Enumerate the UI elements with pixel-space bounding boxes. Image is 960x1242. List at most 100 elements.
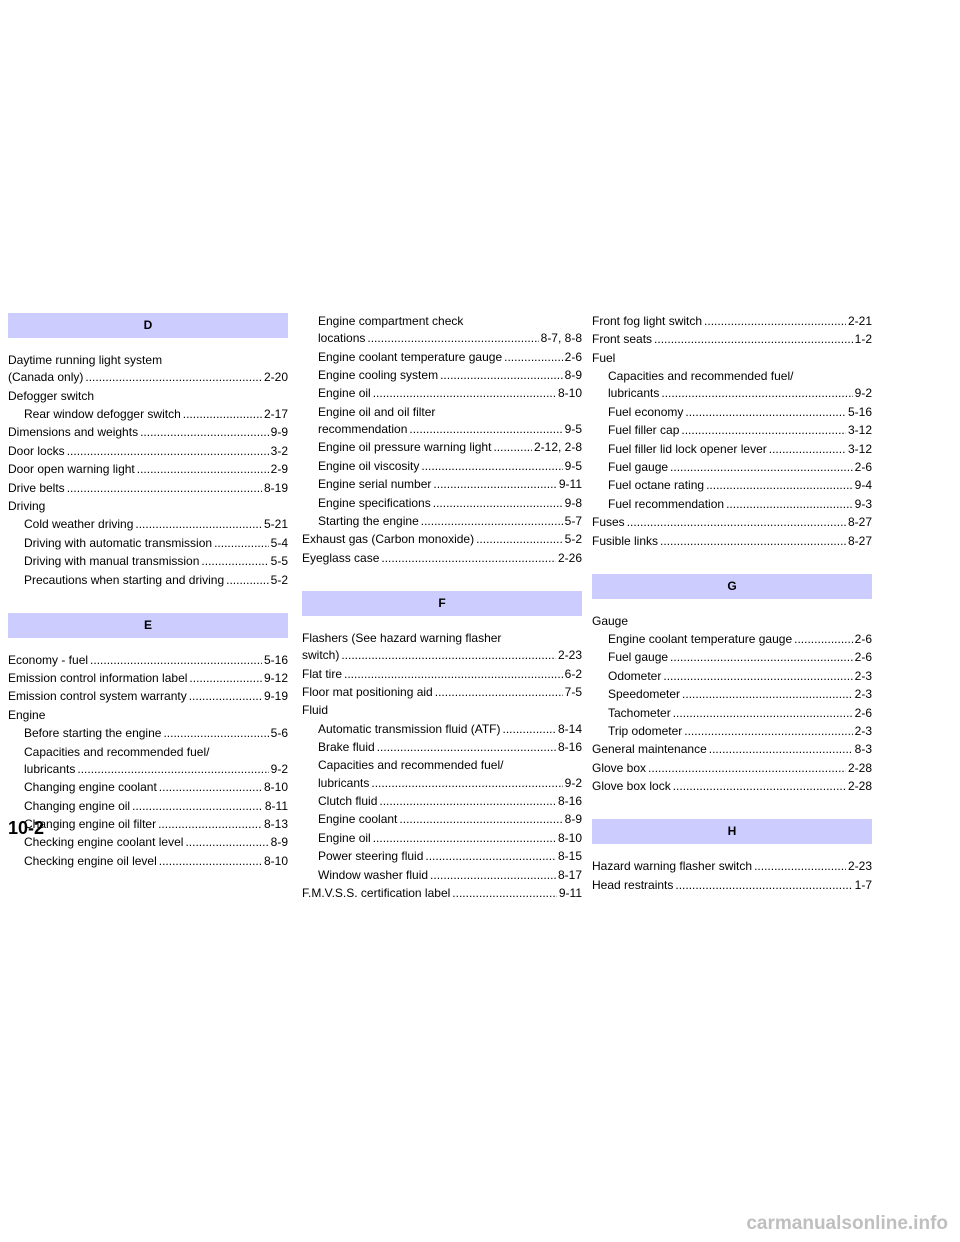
section-header-letter: G	[592, 573, 872, 599]
page-reference: 8-10	[263, 780, 288, 795]
entry-text: F.M.V.S.S. certification label	[302, 886, 451, 900]
index-subentry: Cold weather driving5-21	[8, 516, 288, 533]
entry-text: Rear window defogger switch	[24, 406, 181, 421]
index-subentry: Precautions when starting and driving5-2	[8, 572, 288, 589]
entry-text: Glove box	[592, 760, 647, 775]
dot-leader	[794, 631, 853, 648]
index-subentry: Rear window defogger switch 2-17	[8, 406, 288, 423]
index-subentry: Capacities and recommended fuel/lubrican…	[8, 744, 288, 778]
entry-text: Gauge	[592, 613, 629, 628]
index-subentry: Engine specifications9-8	[302, 495, 582, 512]
index-subentry: Engine oil8-10	[302, 385, 582, 402]
page-reference: 7-5	[564, 684, 582, 699]
dot-leader	[135, 516, 262, 533]
dot-leader	[399, 811, 562, 828]
dot-leader	[341, 647, 556, 664]
entry-text: Window washer fluid	[318, 867, 429, 882]
dot-leader	[214, 535, 269, 552]
index-subentry: Engine coolant temperature gauge2-6	[592, 631, 872, 648]
index-entry: Door open warning light 2-9	[8, 461, 288, 478]
dot-leader	[421, 513, 563, 530]
page-reference: 6-2	[564, 666, 582, 681]
page-reference: 2-23	[847, 859, 872, 874]
index-subentry: Engine oil and oil filterrecommendation9…	[302, 404, 582, 438]
dot-leader	[67, 443, 269, 460]
page-reference: 5-2	[564, 532, 582, 547]
index-entry: Driving	[8, 498, 288, 515]
index-subentry: Fuel filler lid lock opener lever3-12	[592, 441, 872, 458]
page-reference: 8-9	[564, 812, 582, 827]
index-subentry: Automatic transmission fluid (ATF)8-14	[302, 721, 582, 738]
entry-text: Fuel recommendation	[608, 496, 725, 511]
index-subentry: Trip odometer2-3	[592, 723, 872, 740]
page-reference: 8-11	[264, 798, 288, 813]
page-reference: 2-17	[263, 406, 288, 421]
index-entry: Exhaust gas (Carbon monoxide) 5-2	[302, 531, 582, 548]
page-reference: 2-9	[270, 462, 288, 477]
index-entry: Glove box2-28	[592, 760, 872, 777]
entry-text: Engine oil viscosity	[318, 458, 420, 473]
page-reference: 9-19	[263, 689, 288, 704]
page-reference: 2-12, 2-8	[533, 440, 582, 455]
entry-text: Fuel filler cap	[608, 423, 680, 438]
page-reference: 9-8	[564, 495, 582, 510]
page-reference: 2-6	[854, 459, 872, 474]
page-reference: 9-2	[854, 386, 872, 401]
page-reference: 9-11	[558, 477, 582, 492]
entry-text: Exhaust gas (Carbon monoxide)	[302, 532, 475, 547]
index-subentry: Clutch fluid8-16	[302, 793, 582, 810]
index-entry: Eyeglass case2-26	[302, 550, 582, 567]
page-reference: 2-23	[557, 648, 582, 663]
page-reference: 8-10	[557, 830, 582, 845]
index-subentry: Fuel filler cap3-12	[592, 422, 872, 439]
watermark: carmanualsonline.info	[746, 1213, 948, 1234]
dot-leader	[137, 461, 269, 478]
entry-text: lubricants	[24, 761, 76, 776]
entry-text: Precautions when starting and driving	[24, 572, 225, 587]
entry-text: Before starting the engine	[24, 726, 162, 741]
entry-text: Capacities and recommended fuel/	[318, 758, 504, 773]
index-subentry: Engine oil viscosity 9-5	[302, 458, 582, 475]
dot-leader	[660, 533, 846, 550]
dot-leader	[670, 649, 853, 666]
entry-text: Engine oil	[318, 386, 371, 401]
dot-leader	[440, 367, 563, 384]
dot-leader	[627, 514, 846, 531]
page-reference: 9-11	[558, 886, 582, 900]
dot-leader	[159, 779, 262, 796]
dot-leader	[476, 531, 563, 548]
dot-leader	[726, 496, 853, 513]
index-entry: Economy - fuel5-16	[8, 652, 288, 669]
entry-text: Cold weather driving	[24, 517, 134, 532]
dot-leader	[681, 422, 846, 439]
index-subentry: Speedometer2-3	[592, 686, 872, 703]
entry-text: Door open warning light	[8, 462, 135, 477]
entry-text: Brake fluid	[318, 740, 375, 755]
entry-text: Capacities and recommended fuel/	[24, 744, 210, 759]
entry-text: Trip odometer	[608, 724, 683, 739]
entry-text: Emission control system warranty	[8, 689, 187, 704]
dot-leader	[706, 477, 853, 494]
index-entry: Flat tire6-2	[302, 666, 582, 683]
page-reference: 8-17	[557, 867, 582, 882]
dot-leader	[367, 330, 538, 347]
index-entry: Fuses8-27	[592, 514, 872, 531]
dot-leader	[183, 406, 262, 423]
index-subentry: Changing engine oil8-11	[8, 798, 288, 815]
page-reference: 2-6	[564, 349, 582, 364]
entry-text: Door locks	[8, 443, 65, 458]
entry-text: Driving with automatic transmission	[24, 535, 213, 550]
dot-leader	[377, 739, 556, 756]
dot-leader	[670, 459, 853, 476]
page-reference: 9-5	[564, 458, 582, 473]
section-header-letter: D	[8, 313, 288, 338]
entry-text: Fuel gauge	[608, 650, 669, 665]
page-reference: 8-9	[270, 835, 288, 850]
section-header-letter: E	[8, 612, 288, 638]
page-reference: 5-16	[847, 404, 872, 419]
page-reference: 8-16	[557, 740, 582, 755]
entry-text: Economy - fuel	[8, 652, 89, 667]
entry-text: Fusible links	[592, 533, 659, 548]
